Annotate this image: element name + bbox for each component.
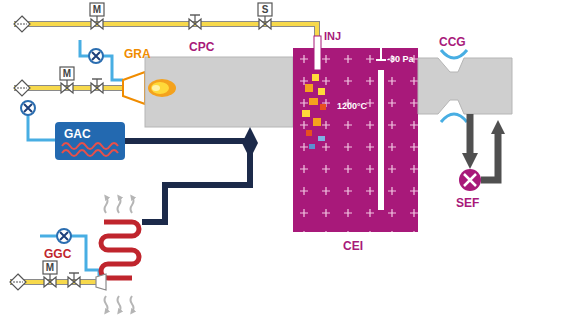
label-box: M	[43, 261, 57, 274]
flow-connector	[467, 114, 474, 153]
fan-node: SEF	[459, 169, 481, 191]
label-box: S	[258, 3, 272, 16]
heater-label: GAC	[64, 127, 91, 141]
injector-label: INJ	[324, 30, 341, 43]
valve-letter: M	[60, 67, 74, 80]
label-box: M	[60, 67, 74, 80]
chamber-node: CPC	[145, 57, 293, 127]
label-box: 1200°C	[337, 100, 367, 113]
valve-letter: S	[258, 3, 272, 16]
label-box: INJ	[324, 30, 341, 43]
flow-connector	[142, 143, 250, 222]
coil-label: GGC	[44, 247, 71, 261]
burner-label: GRA	[124, 47, 151, 61]
heat-exchanger-coil	[96, 197, 139, 312]
duct-label: CCG	[439, 35, 466, 49]
heater-node: GAC	[55, 122, 125, 160]
incineration-chamber	[293, 36, 418, 232]
coil-node: GGC	[92, 216, 142, 289]
valve-letter: M	[43, 261, 57, 274]
chamber-label: CPC	[189, 40, 214, 54]
exhaust-fan	[459, 134, 498, 191]
flow-connector	[125, 141, 250, 143]
burner-node: GRA	[122, 70, 146, 106]
duct-node: CCG	[418, 58, 512, 114]
post-combustion-chamber	[145, 57, 293, 127]
chamber-label: CEI	[343, 239, 363, 253]
label-box: M	[90, 3, 104, 16]
valve-letter: M	[90, 3, 104, 16]
label-box: -30 Pa	[387, 53, 414, 66]
pressure-label: -30 Pa	[387, 53, 414, 66]
air-heater	[55, 122, 125, 160]
fan-label: SEF	[456, 196, 479, 210]
quench-duct	[418, 50, 512, 122]
temperature-label: 1200°C	[337, 100, 367, 113]
gas-pipes	[10, 24, 317, 282]
valve-symbols	[10, 3, 272, 290]
burner	[123, 72, 145, 104]
chamber-node: CEI	[293, 48, 418, 232]
